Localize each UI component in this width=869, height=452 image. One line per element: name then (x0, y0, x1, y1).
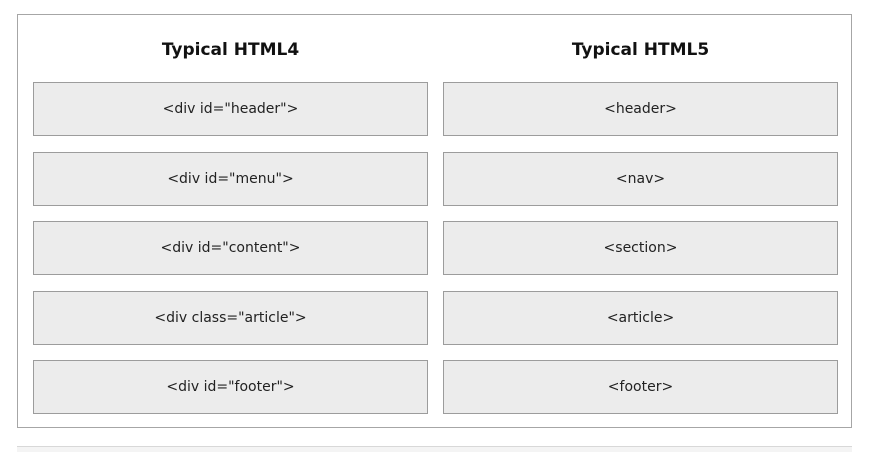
html4-title: Typical HTML4 (161, 40, 300, 60)
html4-content-box: <div id="content"> (33, 221, 428, 275)
html5-section-box: <section> (443, 221, 838, 275)
bottom-divider (17, 446, 852, 452)
html4-footer-box: <div id="footer"> (33, 360, 428, 414)
comparison-diagram: Typical HTML4 <div id="header"> <div id=… (17, 14, 852, 428)
html5-article-box: <article> (443, 291, 838, 345)
html5-header-box: <header> (443, 82, 838, 136)
html4-menu-box: <div id="menu"> (33, 152, 428, 206)
html4-article-box: <div class="article"> (33, 291, 428, 345)
html5-title: Typical HTML5 (571, 40, 710, 60)
html4-header-box: <div id="header"> (33, 82, 428, 136)
html5-nav-box: <nav> (443, 152, 838, 206)
html5-footer-box: <footer> (443, 360, 838, 414)
